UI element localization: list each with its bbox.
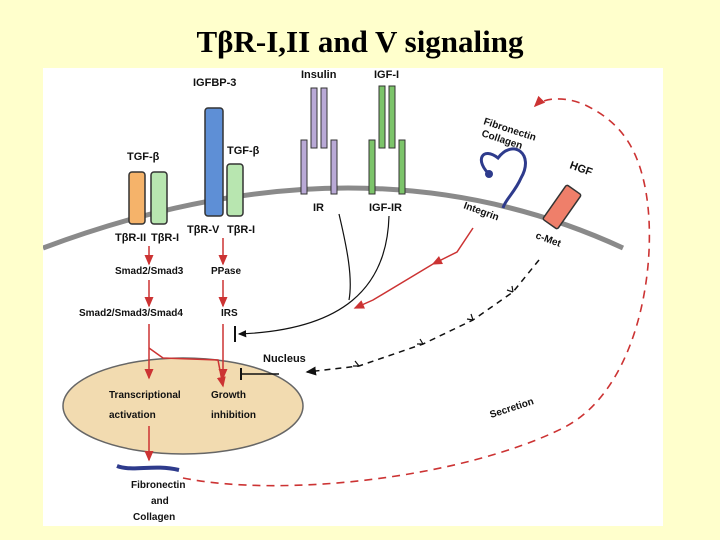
label-tgfb-left: TGF-β	[127, 151, 160, 163]
integrin-loop-icon	[479, 147, 527, 209]
label-inhibition: inhibition	[211, 410, 256, 421]
igf-receptor-bottom-a	[368, 139, 376, 195]
label-tbr5: TβR-V	[187, 224, 220, 236]
label-tbr2: TβR-II	[115, 232, 146, 244]
label-fibronectin-out-3: Collagen	[133, 512, 175, 523]
igf-receptor-top-a	[378, 85, 386, 149]
slide-title: TβR-I,II and V signaling	[196, 24, 524, 59]
label-activation: activation	[109, 410, 156, 421]
tbr1-receptor-left	[150, 171, 168, 225]
label-ir: IR	[313, 202, 324, 214]
label-secretion: Secretion	[489, 396, 536, 421]
insulin-receptor-top-a	[310, 87, 318, 149]
secretion-feedback-loop	[182, 95, 651, 487]
arrow-integrin-down	[431, 227, 474, 265]
label-nucleus: Nucleus	[263, 353, 306, 365]
insulin-receptor-bottom-b	[330, 139, 338, 195]
fibronectin-fiber-icon	[116, 464, 180, 472]
label-insulin: Insulin	[301, 69, 337, 81]
integrin-head-icon	[485, 170, 493, 178]
label-cmet: c-Met	[534, 230, 563, 249]
label-smad23: Smad2/Smad3	[115, 266, 184, 277]
label-tgfb-right: TGF-β	[227, 145, 260, 157]
line-ir-to-irs	[338, 213, 351, 301]
line-igfir-to-irs	[237, 215, 390, 338]
tbr1-receptor-right	[226, 163, 244, 217]
label-igfbp3: IGFBP-3	[193, 77, 236, 89]
label-hgf: HGF	[568, 160, 594, 179]
insulin-receptor-top-b	[320, 87, 328, 149]
label-fibronectin-out-2: and	[151, 496, 169, 507]
arrow-integrin-to-irs	[353, 263, 434, 309]
label-ppase: PPase	[211, 266, 241, 277]
nucleus	[62, 357, 304, 455]
label-igf-ir: IGF-IR	[369, 202, 402, 214]
label-tbr1-right: TβR-I	[227, 224, 255, 236]
tbr5-receptor	[204, 107, 224, 217]
label-igf1: IGF-I	[374, 69, 399, 81]
insulin-receptor-bottom-a	[300, 139, 308, 195]
arrow-cmet-to-nucleus	[305, 259, 540, 376]
signaling-diagram: IGFBP-3 Insulin IGF-I TGF-β TGF-β IR IGF…	[42, 68, 663, 526]
label-growth: Growth	[211, 390, 246, 401]
label-transcriptional: Transcriptional	[109, 390, 181, 401]
label-tbr1-left: TβR-I	[151, 232, 179, 244]
igf-receptor-bottom-b	[398, 139, 406, 195]
label-smad234: Smad2/Smad3/Smad4	[79, 308, 183, 319]
label-irs: IRS	[221, 308, 238, 319]
label-fibronectin-out-1: Fibronectin	[131, 480, 185, 491]
arrow-cmet-to-nucleus-markers	[353, 285, 514, 367]
cmet-receptor	[542, 184, 582, 230]
igf-receptor-top-b	[388, 85, 396, 149]
tbr2-receptor	[128, 171, 146, 225]
